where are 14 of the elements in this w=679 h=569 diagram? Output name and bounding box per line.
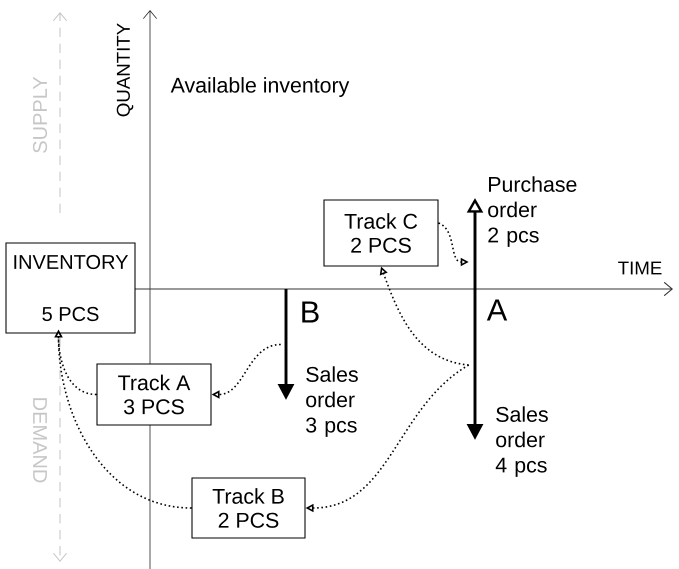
order-label: Sales order 3 pcs xyxy=(306,366,358,437)
order-label: Purchase order 2 pcs xyxy=(488,176,576,247)
track-box: Track B 2 PCS xyxy=(191,477,306,539)
order-label: Sales order 4 pcs xyxy=(496,406,548,477)
track-box: Track A 3 PCS xyxy=(96,363,212,426)
point-label: A xyxy=(486,299,508,321)
axis-label: QUANTITY xyxy=(116,23,134,116)
direction-label: DEMAND xyxy=(33,398,47,482)
direction-label: SUPPLY xyxy=(32,76,48,153)
track-box: Track C 2 PCS xyxy=(323,199,439,267)
inventory-box: INVENTORY 5 PCS xyxy=(5,242,136,334)
axis-label: TIME xyxy=(618,262,662,274)
point-label: B xyxy=(302,301,319,323)
chart-label: Available inventory xyxy=(170,77,350,97)
